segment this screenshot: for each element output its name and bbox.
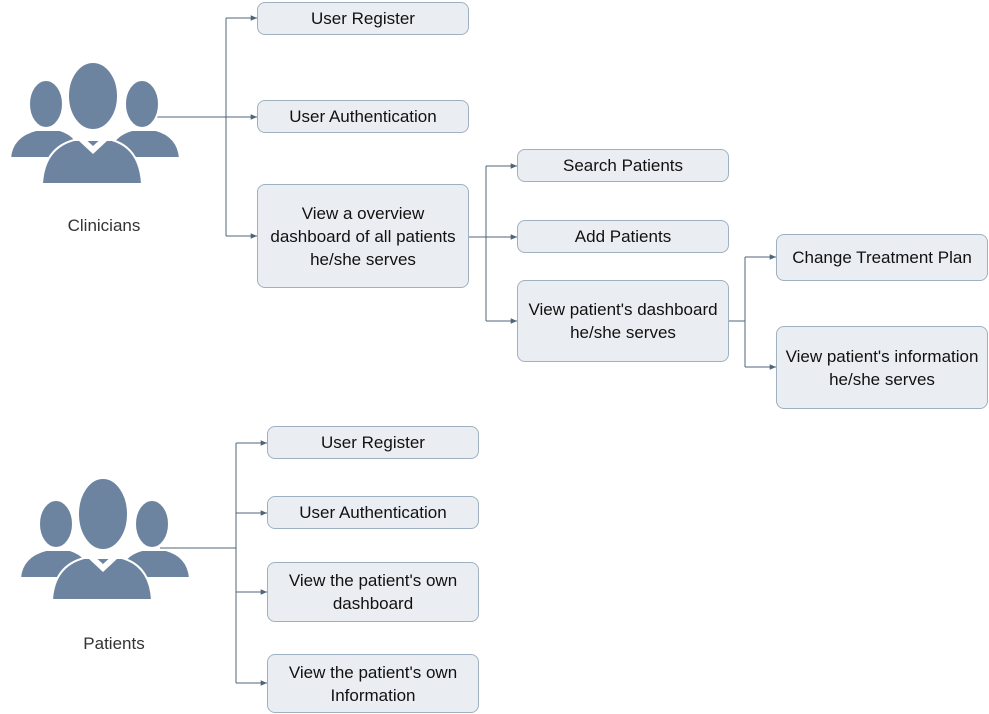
- clinician-user-authentication-box: User Authentication: [257, 100, 469, 133]
- patient-user-register-box: User Register: [267, 426, 479, 459]
- patients-label: Patients: [83, 634, 145, 653]
- patient-dashboard-box: View patient's dashboard he/she serves: [517, 280, 729, 362]
- own-information-box: View the patient's own Information: [267, 654, 479, 713]
- add-patients-box: Add Patients: [517, 220, 729, 253]
- own-dashboard-box: View the patient's own dashboard: [267, 562, 479, 622]
- clinicians-label: Clinicians: [67, 216, 141, 235]
- patient-user-authentication-box: User Authentication: [267, 496, 479, 529]
- patients-group-icon: [18, 477, 192, 601]
- search-patients-box: Search Patients: [517, 149, 729, 182]
- clinician-user-register-box: User Register: [257, 2, 469, 35]
- clinician-overview-dashboard-box: View a overview dashboard of all patient…: [257, 184, 469, 288]
- clinicians-group-icon: [8, 61, 182, 185]
- patient-information-box: View patient's information he/she serves: [776, 326, 988, 409]
- change-treatment-plan-box: Change Treatment Plan: [776, 234, 988, 281]
